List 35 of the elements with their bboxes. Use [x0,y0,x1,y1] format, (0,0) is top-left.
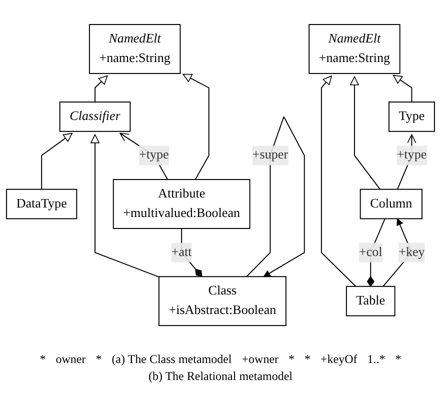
role-label: +owner [242,352,279,367]
edge-label: +super [252,148,288,162]
role-label: owner [56,352,86,367]
edge-label: +col [358,245,382,260]
node-box: NamedElt +name:String [88,24,181,74]
arrow [94,75,108,102]
node-box: Type [388,102,435,132]
role-label: +keyOf [320,352,358,367]
edge-label: +type [139,148,169,162]
node-box: Class +isAbstract:Boolean [158,276,286,326]
role-label: * [304,352,311,367]
arrow [41,132,73,190]
arrow [90,134,160,278]
role-label: * [96,352,102,367]
node-box: DataType [6,188,78,220]
figure-caption: (b) The Relational metamodel [148,369,293,384]
edge-label: +type [396,148,427,162]
node-box: Classifier [59,102,131,132]
figure-caption: (a) The Class metamodel [112,352,232,367]
arrow [392,74,412,102]
connector [181,228,202,278]
node-box: Attribute +multivalued:Boolean [112,179,250,229]
role-label: 1..* [367,352,386,367]
edge-label: +key [398,245,425,260]
role-label: * [395,352,402,367]
edge-label: +att [171,245,192,260]
role-label: * [288,352,295,367]
node-box: NamedElt +name:String [308,24,400,74]
connector [366,218,386,287]
node-box: Column [360,188,422,220]
role-label: * [40,352,46,367]
arrow [182,74,210,180]
node-box: Table [346,286,396,316]
arrow [320,75,356,287]
arrow [350,76,381,190]
